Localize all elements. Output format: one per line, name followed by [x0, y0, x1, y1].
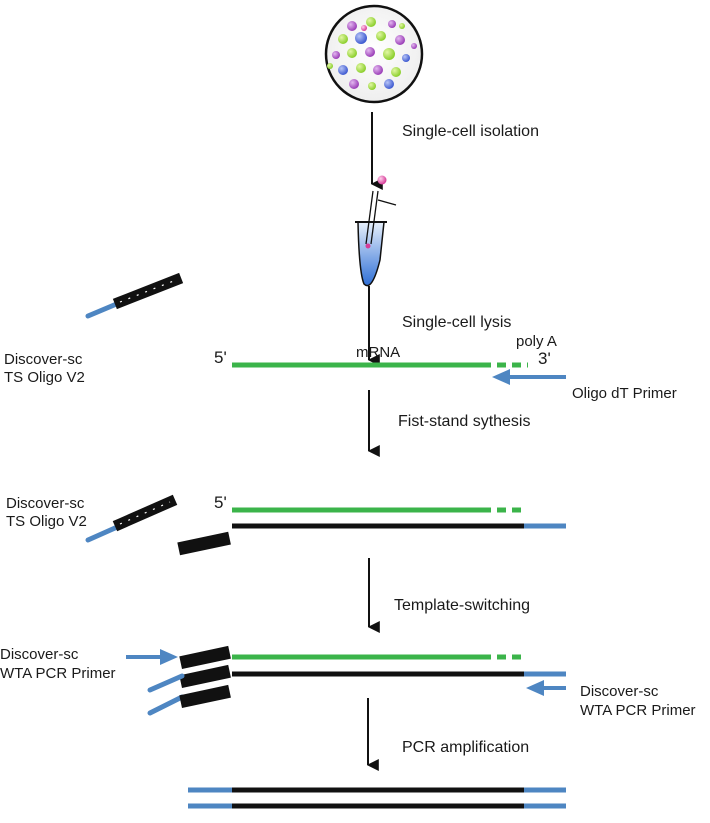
ts-oligo-1	[85, 272, 184, 319]
cell-dot	[391, 67, 401, 77]
petri-dish-icon	[324, 4, 424, 104]
cell-dot	[395, 35, 405, 45]
wta-right-label-line2: WTA PCR Primer	[580, 702, 696, 719]
oligo-dt-label: Oligo dT Primer	[572, 385, 677, 402]
wta-left-label-line2: WTA PCR Primer	[0, 665, 116, 682]
wta-right-label-line1: Discover-sc	[580, 683, 659, 700]
cell-dot	[373, 65, 383, 75]
oligo-dt-primer-arrow	[492, 369, 566, 385]
ts-oligo-1-label-line2: TS Oligo V2	[4, 369, 85, 386]
tube-icon	[355, 190, 397, 287]
cell-dot	[384, 79, 394, 89]
cell-dot	[347, 48, 357, 58]
cdna-hash-block	[177, 531, 231, 556]
cell-dot	[338, 65, 348, 75]
cell-dot	[365, 47, 375, 57]
cell-dot	[332, 51, 340, 59]
cell-population	[327, 17, 417, 90]
step-label-isolation: Single-cell isolation	[402, 123, 539, 140]
five-prime-label-2: 5'	[214, 493, 227, 512]
three-prime-label: 3'	[538, 349, 551, 368]
cell-dot	[383, 48, 395, 60]
flow-arrows	[366, 112, 383, 771]
cell-dot	[368, 82, 376, 90]
mrna-label: mRNA	[356, 344, 401, 361]
cell-dot	[411, 43, 417, 49]
ts-oligo-2	[85, 494, 178, 543]
step-label-template-switching: Template-switching	[394, 597, 531, 614]
ts-oligo-1-hash-ticks	[119, 279, 177, 303]
cell-dot	[347, 21, 357, 31]
wta-left-label-line1: Discover-sc	[0, 646, 79, 663]
cell-dot	[366, 17, 376, 27]
step-label-pcr: PCR amplification	[402, 739, 530, 756]
single-cell-icon	[377, 175, 387, 185]
cell-dot	[388, 20, 396, 28]
step-label-first-strand: Fist-stand sythesis	[398, 413, 531, 430]
wta-right-primer-arrow	[526, 680, 566, 696]
cell-dot	[338, 34, 348, 44]
cell-dot	[402, 54, 410, 62]
step-label-lysis: Single-cell lysis	[402, 314, 512, 331]
poly-a-label: poly A	[516, 333, 557, 350]
ts-hash-blocks	[147, 645, 231, 716]
ts-oligo-2-label-line1: Discover-sc	[6, 495, 85, 512]
cell-dot	[376, 31, 386, 41]
cell-dot	[356, 63, 366, 73]
ts-oligo-1-label-line1: Discover-sc	[4, 351, 83, 368]
cell-dot	[355, 32, 367, 44]
cell-dot	[399, 23, 405, 29]
cell-dot	[349, 79, 359, 89]
cell-dot	[327, 63, 333, 69]
five-prime-label-1: 5'	[214, 348, 227, 367]
wta-left-primer-arrow	[126, 649, 178, 665]
cell-dot	[361, 25, 367, 31]
ts-oligo-2-label-line2: TS Oligo V2	[6, 513, 87, 530]
